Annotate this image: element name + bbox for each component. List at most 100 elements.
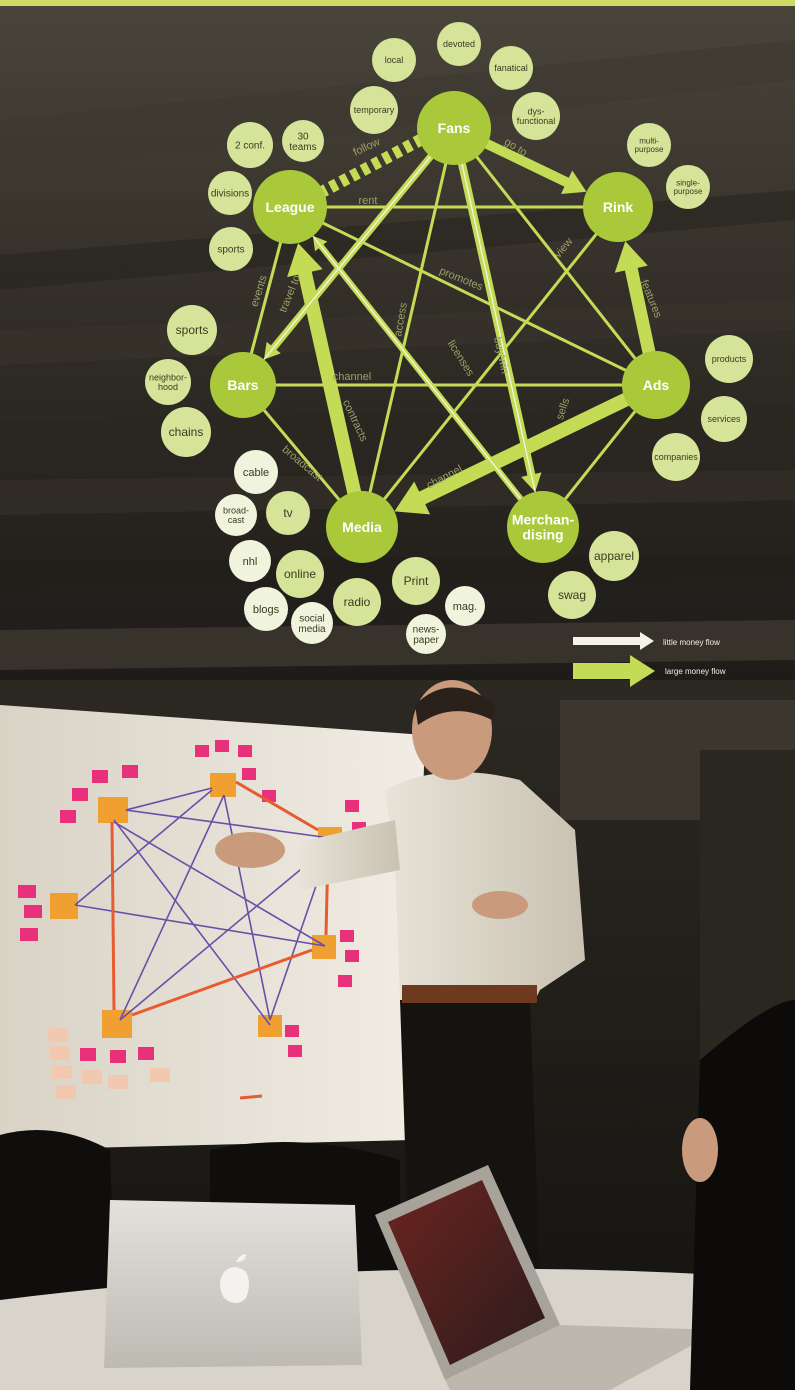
legend-little-arrow: [573, 632, 654, 650]
attribute-blogs: blogs: [244, 587, 288, 631]
attribute-bubble: [705, 335, 753, 383]
edge-fans-media: [360, 127, 456, 528]
edge-label-channel-bars: channel: [333, 371, 372, 383]
arrow-fans-merchandising: [450, 127, 542, 492]
label-thirty-teams-line1: 30: [297, 131, 309, 142]
label-swag: swag: [558, 588, 586, 602]
attribute-cable: cable: [234, 450, 278, 494]
label-fanatical: fanatical: [494, 63, 528, 73]
attribute-apparel: apparel: [589, 531, 639, 581]
label-merchandising-line2: dising: [522, 526, 563, 542]
attribute-bubble: [282, 120, 324, 162]
node-circle: [507, 491, 579, 563]
attribute-bubble: [209, 227, 253, 271]
board-lines-purple: [74, 787, 331, 1026]
label-social-media-line2: media: [298, 624, 326, 635]
attribute-bubble: [372, 38, 416, 82]
attribute-bubble: [489, 46, 533, 90]
sticky-notes-orange: [50, 773, 342, 1038]
edge-fans-ads: [452, 127, 658, 386]
attribute-print: Print: [392, 557, 440, 605]
attribute-nhl: nhl: [229, 540, 271, 582]
edge-highlight-fans-bars: [242, 127, 455, 386]
attribute-bubble: [512, 92, 560, 140]
label-multipurpose-line1: multi-: [639, 137, 659, 146]
attribute-bubble: [652, 433, 700, 481]
attribute-tv: tv: [266, 491, 310, 535]
board-lines-orange: [110, 780, 330, 1100]
label-online: online: [284, 567, 316, 581]
attribute-two-conf: 2 conf.: [227, 122, 273, 168]
attribute-bubble: [161, 407, 211, 457]
label-dysfunctional-line1: dys-: [527, 106, 544, 116]
label-sports-league: sports: [217, 245, 244, 256]
node-circle: [622, 351, 690, 419]
attribute-bubble: [276, 550, 324, 598]
attribute-divisions: divisions: [208, 171, 252, 215]
label-multipurpose-line2: purpose: [635, 145, 664, 154]
attribute-companies: companies: [652, 433, 700, 481]
attribute-bubble: [215, 494, 257, 536]
label-neighborhood-line2: hood: [158, 382, 178, 392]
label-tv: tv: [283, 506, 292, 520]
attribute-neighborhood: neighbor-hood: [145, 359, 191, 405]
attribute-bubble: [167, 305, 217, 355]
node-bars: Bars: [210, 352, 276, 418]
attribute-bubble: [666, 165, 710, 209]
label-media: Media: [342, 519, 382, 535]
attribute-bubble: [437, 22, 481, 66]
laptop-left: [104, 1200, 362, 1368]
whiteboard: [0, 705, 425, 1150]
label-dysfunctional-line2: functional: [517, 116, 556, 126]
arrow-ads-media: [394, 378, 660, 515]
attribute-broadcast: broad-cast: [215, 494, 257, 536]
label-devoted: devoted: [443, 39, 475, 49]
attribute-newspaper: news-paper: [406, 614, 446, 654]
edge-follow-dashed: [317, 132, 427, 199]
label-sports-bars: sports: [176, 323, 209, 337]
attribute-fanatical: fanatical: [489, 46, 533, 90]
label-singlepurpose-line2: purpose: [674, 187, 703, 196]
node-fans: Fans: [417, 91, 491, 165]
label-broadcast-line1: broad-: [223, 505, 249, 515]
edge-highlight-fans-merchandising: [453, 127, 544, 528]
attribute-bubble: [229, 540, 271, 582]
legend: little money flow large money flow: [573, 632, 726, 687]
attribute-bubble: [227, 122, 273, 168]
label-broadcast-line2: cast: [228, 515, 245, 525]
edges-layer: [241, 123, 663, 529]
label-neighborhood-line1: neighbor-: [149, 372, 187, 382]
attribute-mag: mag.: [445, 586, 485, 626]
label-blogs: blogs: [253, 604, 280, 616]
attribute-bubble: [392, 557, 440, 605]
label-bars: Bars: [227, 377, 258, 393]
label-rink: Rink: [603, 199, 634, 215]
attribute-bubble: [333, 578, 381, 626]
node-circle: [583, 172, 653, 242]
label-apparel: apparel: [594, 549, 634, 563]
sticky-notes-peach: [48, 1028, 170, 1099]
attribute-radio: radio: [333, 578, 381, 626]
attribute-bubble: [350, 86, 398, 134]
attribute-sports-league: sports: [209, 227, 253, 271]
label-chains: chains: [169, 425, 204, 439]
node-ads: Ads: [622, 351, 690, 419]
attribute-chains: chains: [161, 407, 211, 457]
top-strip: [0, 0, 795, 6]
edge-label-rent: rent: [359, 195, 378, 207]
label-services: services: [707, 414, 741, 424]
attribute-bubble: [266, 491, 310, 535]
sticky-notes-pink: [18, 740, 366, 1063]
attribute-bubble: [244, 587, 288, 631]
label-mag: mag.: [453, 601, 477, 613]
label-social-media-line1: social: [299, 613, 325, 624]
attribute-bubble: [145, 359, 191, 405]
attribute-products: products: [705, 335, 753, 383]
node-media: Media: [326, 491, 398, 563]
node-merchandising: Merchan-dising: [507, 491, 579, 563]
label-merchandising-line1: Merchan-: [512, 512, 575, 528]
label-league: League: [265, 199, 314, 215]
